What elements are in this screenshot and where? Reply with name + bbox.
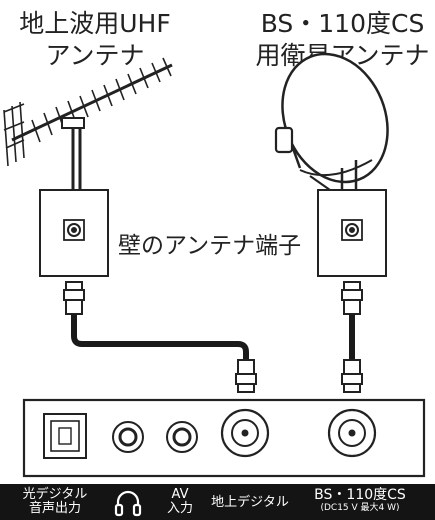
- optical-label-line2: 音声出力: [28, 501, 81, 516]
- av-input-label: AV 入力: [160, 488, 200, 516]
- port-label-bar: 光デジタル 音声出力 AV 入力 地上デジタル BS・110度CS (DC15 …: [0, 484, 435, 520]
- terrestrial-antenna-port: [220, 408, 270, 458]
- uhf-antenna-label-line1: 地上波用UHF: [19, 9, 171, 38]
- av-label-line1: AV: [171, 487, 189, 502]
- uhf-antenna-icon: [3, 57, 173, 190]
- bs-cable: [341, 281, 363, 393]
- uhf-antenna-label-line2: アンテナ: [45, 41, 145, 70]
- bs-port-label-line2: (DC15 V 最大4 W): [320, 503, 400, 513]
- uhf-cable: [63, 281, 257, 393]
- optical-port: [43, 413, 87, 459]
- satellite-dish-icon: [274, 52, 389, 191]
- headphone-icon: [114, 490, 142, 517]
- bs-cs-port-label: BS・110度CS (DC15 V 最大4 W): [300, 488, 420, 514]
- av-label-line2: 入力: [166, 501, 193, 516]
- terrestrial-digital-label: 地上デジタル: [211, 495, 289, 510]
- bs-port-label-line1: BS・110度CS: [314, 487, 406, 503]
- uhf-antenna-label: 地上波用UHF アンテナ: [10, 8, 180, 72]
- wall-outlet-label: 壁のアンテナ端子: [118, 233, 302, 259]
- optical-audio-out-label: 光デジタル 音声出力: [12, 488, 98, 516]
- headphone-jack: [112, 421, 144, 453]
- optical-label-line1: 光デジタル: [22, 487, 88, 502]
- wall-outlet-uhf: [39, 189, 109, 277]
- bs-antenna-label-line1: BS・110度CS: [260, 9, 425, 38]
- device-rear-panel: [22, 398, 426, 478]
- wall-outlet-bs: [317, 189, 387, 277]
- bs-antenna-label: BS・110度CS 用衛星アンテナ: [250, 8, 435, 72]
- av-input-jack: [166, 421, 198, 453]
- bs-antenna-port: [327, 408, 377, 458]
